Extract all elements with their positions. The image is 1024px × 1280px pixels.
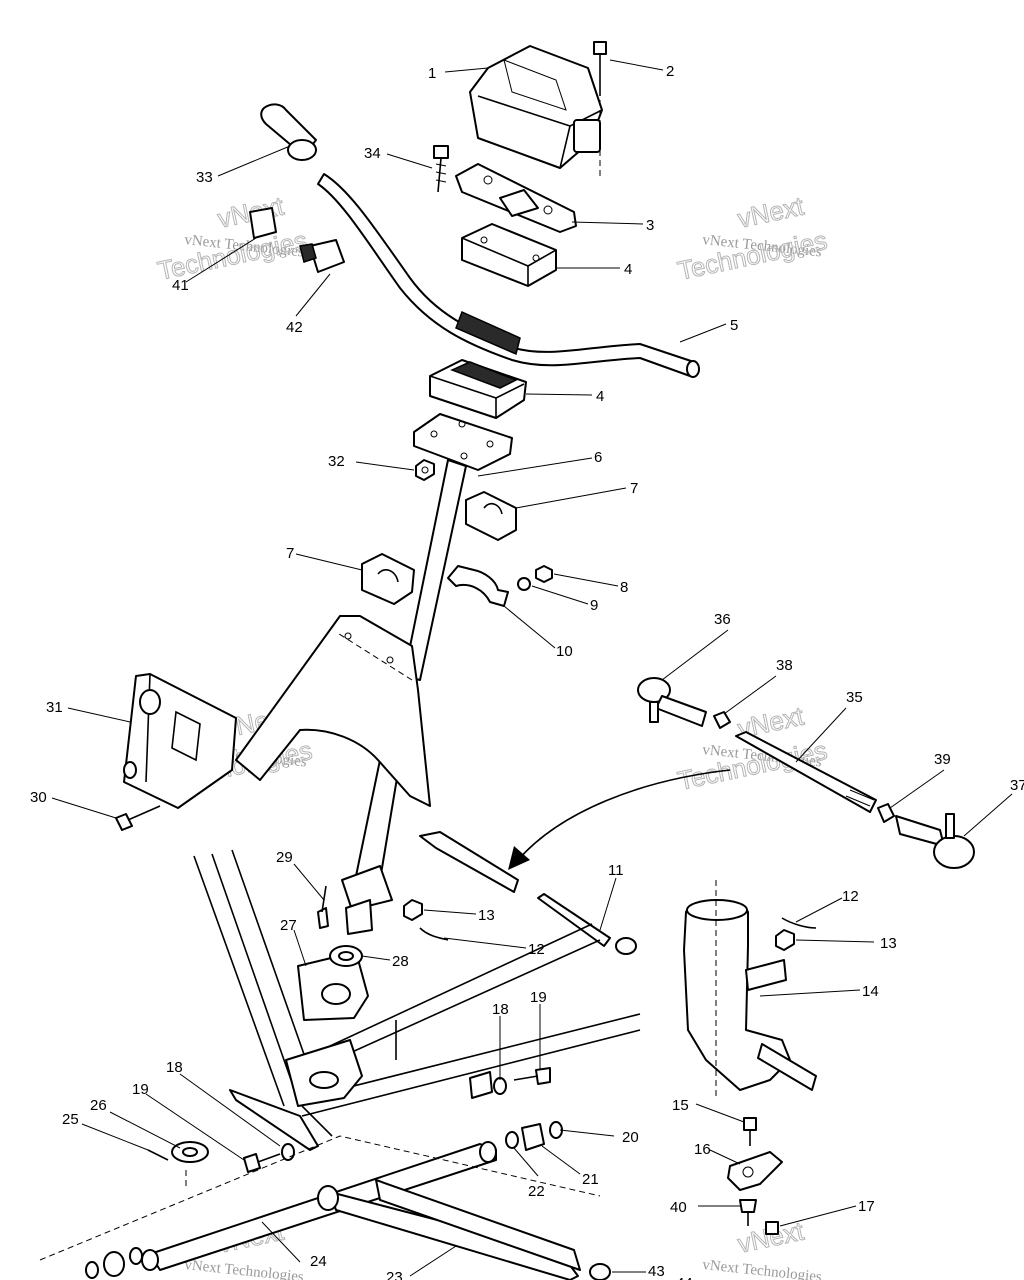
callout-25: 25 (62, 1111, 79, 1128)
part-tie-rod-middle (419, 831, 637, 955)
callout-1: 1 (428, 65, 436, 82)
part-bolt-30 (115, 805, 161, 831)
callout-6: 6 (594, 449, 602, 466)
callout-41: 41 (172, 277, 189, 294)
callout-35: 35 (846, 689, 863, 706)
callout-15: 15 (672, 1097, 689, 1114)
part-cotter-pin-left (419, 927, 449, 941)
part-a-arm (141, 1141, 581, 1280)
svg-text:vNext Technologies: vNext Technologies (184, 1257, 305, 1280)
callout-9: 9 (590, 597, 598, 614)
callout-18a: 18 (166, 1059, 183, 1076)
callout-37: 37 (1010, 777, 1024, 794)
part-bolt-top (593, 41, 607, 96)
callout-19a: 19 (132, 1081, 149, 1098)
part-bolt-19-left (243, 1143, 295, 1173)
callout-43: 43 (648, 1263, 665, 1280)
part-front-panel (235, 615, 431, 807)
callout-38: 38 (776, 657, 793, 674)
callout-12a: 12 (842, 888, 859, 905)
part-bushing-20-21-22 (505, 1121, 563, 1151)
part-switch-assembly (249, 207, 345, 273)
callout-26: 26 (90, 1097, 107, 1114)
part-column-clamp (447, 565, 553, 607)
part-spindle (683, 899, 817, 1091)
callout-13a: 13 (478, 907, 495, 924)
part-frame (193, 849, 641, 1151)
part-clamp-plate (455, 163, 577, 233)
callout-32: 32 (328, 453, 345, 470)
part-bolt-40 (739, 1199, 757, 1226)
watermark-1: vNext vNext Technologies Technologies (155, 190, 311, 286)
part-steering-column (341, 413, 513, 935)
guide-lines (39, 100, 717, 1261)
callout-19b: 19 (530, 989, 547, 1006)
watermark-6: vNext vNext Technologies (702, 1215, 823, 1280)
part-nut-13-left (403, 899, 423, 921)
callout-42: 42 (286, 319, 303, 336)
callout-4b: 4 (596, 388, 604, 405)
callout-44: 44 (676, 1275, 693, 1280)
callout-27: 27 (280, 917, 297, 934)
part-bolt-clamp (433, 145, 449, 193)
part-handlebar (260, 103, 700, 378)
callout-3: 3 (646, 217, 654, 234)
part-bolt-19-right (493, 1067, 551, 1095)
callout-14: 14 (862, 983, 879, 1000)
part-nut-13-right (775, 929, 795, 951)
part-bolt-15 (743, 1117, 757, 1146)
callout-2: 2 (666, 63, 674, 80)
callout-30: 30 (30, 789, 47, 806)
callout-39: 39 (934, 751, 951, 768)
callout-34: 34 (364, 145, 381, 162)
callout-10: 10 (556, 643, 573, 660)
part-plate-16 (727, 1151, 783, 1191)
part-bracket-31 (123, 673, 237, 809)
svg-text:vNext: vNext (735, 191, 807, 234)
callout-36: 36 (714, 611, 731, 628)
part-cotter-pin-right (781, 917, 817, 929)
part-lower-clamp (429, 359, 527, 419)
callout-12b: 12 (528, 941, 545, 958)
svg-text:Technologies: Technologies (675, 225, 830, 286)
callout-17: 17 (858, 1198, 875, 1215)
arrow-assembly-direction (508, 769, 731, 870)
callout-24: 24 (310, 1253, 327, 1270)
callout-21: 21 (582, 1171, 599, 1188)
part-washer-26 (171, 1141, 209, 1163)
part-washer-28 (329, 945, 363, 967)
callout-22: 22 (528, 1183, 545, 1200)
part-bolt-17 (765, 1221, 779, 1235)
callout-11: 11 (608, 862, 624, 879)
watermark-2: vNext vNext Technologies Technologies (675, 190, 831, 286)
callout-33: 33 (196, 169, 213, 186)
callout-18b: 18 (492, 1001, 509, 1018)
callout-31: 31 (46, 699, 63, 716)
part-handlebar-cover (469, 45, 603, 169)
callout-13b: 13 (880, 935, 897, 952)
callout-7a: 7 (630, 480, 638, 497)
part-tie-rod-assembly (637, 677, 975, 869)
part-grease-fitting-29 (317, 885, 329, 929)
callout-5: 5 (730, 317, 738, 334)
part-nut-32 (415, 459, 435, 481)
callout-40: 40 (670, 1199, 687, 1216)
callout-7b: 7 (286, 545, 294, 562)
callout-labels: 1 2 3 4 5 4 6 7 7 8 9 10 11 12 12 13 13 … (30, 63, 1024, 1280)
callout-4a: 4 (624, 261, 632, 278)
callout-16: 16 (694, 1141, 711, 1158)
callout-29: 29 (276, 849, 293, 866)
part-bushing-upper (465, 491, 517, 541)
part-upper-clamp (461, 223, 557, 287)
callout-8: 8 (620, 579, 628, 596)
part-bushing-lower (361, 553, 415, 605)
part-bottom-bushings (85, 1247, 611, 1280)
callout-28: 28 (392, 953, 409, 970)
part-pin-25 (147, 1149, 169, 1161)
callout-20: 20 (622, 1129, 639, 1146)
callout-23: 23 (386, 1269, 403, 1280)
leader-lines (51, 59, 1013, 1277)
svg-text:vNext Technologies: vNext Technologies (702, 1257, 823, 1280)
